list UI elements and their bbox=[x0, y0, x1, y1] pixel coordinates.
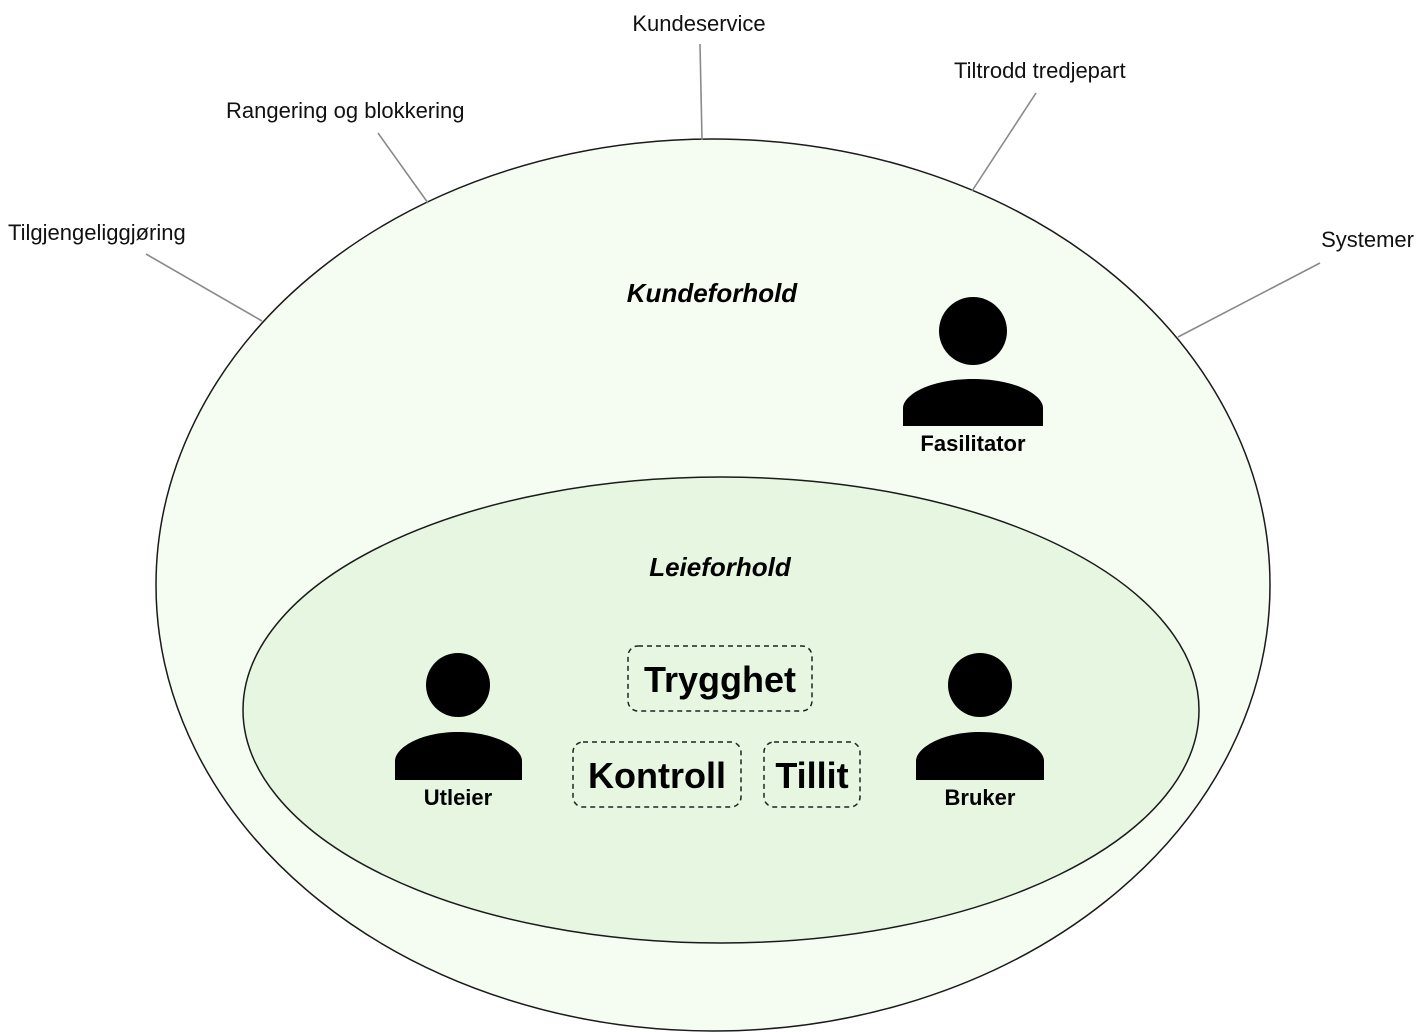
person-icon bbox=[903, 297, 1043, 426]
inner-ellipse bbox=[242, 476, 1200, 944]
value-kontroll-label: Kontroll bbox=[588, 755, 726, 796]
actor-bruker-label: Bruker bbox=[945, 785, 1016, 810]
value-tillit-box bbox=[763, 741, 861, 808]
callout-kundeservice: Kundeservice bbox=[632, 11, 765, 36]
inner-region-title: Leieforhold bbox=[649, 552, 792, 582]
actor-utleier-label: Utleier bbox=[424, 785, 493, 810]
value-kontroll: Kontroll bbox=[572, 741, 742, 808]
inner-region-leieforhold: Leieforhold bbox=[242, 476, 1200, 944]
actor-bruker: Bruker bbox=[916, 653, 1044, 810]
callout-leaders bbox=[145, 43, 1321, 338]
value-tillit-label: Tillit bbox=[775, 755, 848, 796]
outer-region-title: Kundeforhold bbox=[627, 278, 799, 308]
value-trygghet-label: Trygghet bbox=[644, 659, 796, 700]
value-trygghet-box bbox=[627, 645, 813, 712]
leader-systemer bbox=[1177, 262, 1321, 338]
actor-utleier: Utleier bbox=[395, 653, 522, 810]
actor-fasilitator: Fasilitator bbox=[903, 297, 1043, 456]
value-kontroll-box bbox=[572, 741, 742, 808]
actor-fasilitator-label: Fasilitator bbox=[920, 431, 1026, 456]
value-tillit: Tillit bbox=[763, 741, 861, 808]
callout-tilgjengeliggjoring: Tilgjengeliggjøring bbox=[8, 220, 186, 245]
leader-tilgjengeliggjoring bbox=[145, 253, 263, 322]
callout-labels: Tilgjengeliggjøring Rangering og blokker… bbox=[8, 11, 1414, 252]
person-icon bbox=[395, 653, 522, 780]
callout-tiltrodd: Tiltrodd tredjepart bbox=[954, 58, 1126, 83]
leader-kundeservice bbox=[699, 43, 703, 141]
callout-systemer: Systemer bbox=[1321, 227, 1414, 252]
leader-rangering bbox=[377, 132, 429, 204]
callout-rangering: Rangering og blokkering bbox=[226, 98, 465, 123]
leader-tiltrodd bbox=[971, 92, 1037, 192]
person-icon bbox=[916, 653, 1044, 780]
value-trygghet: Trygghet bbox=[627, 645, 813, 712]
